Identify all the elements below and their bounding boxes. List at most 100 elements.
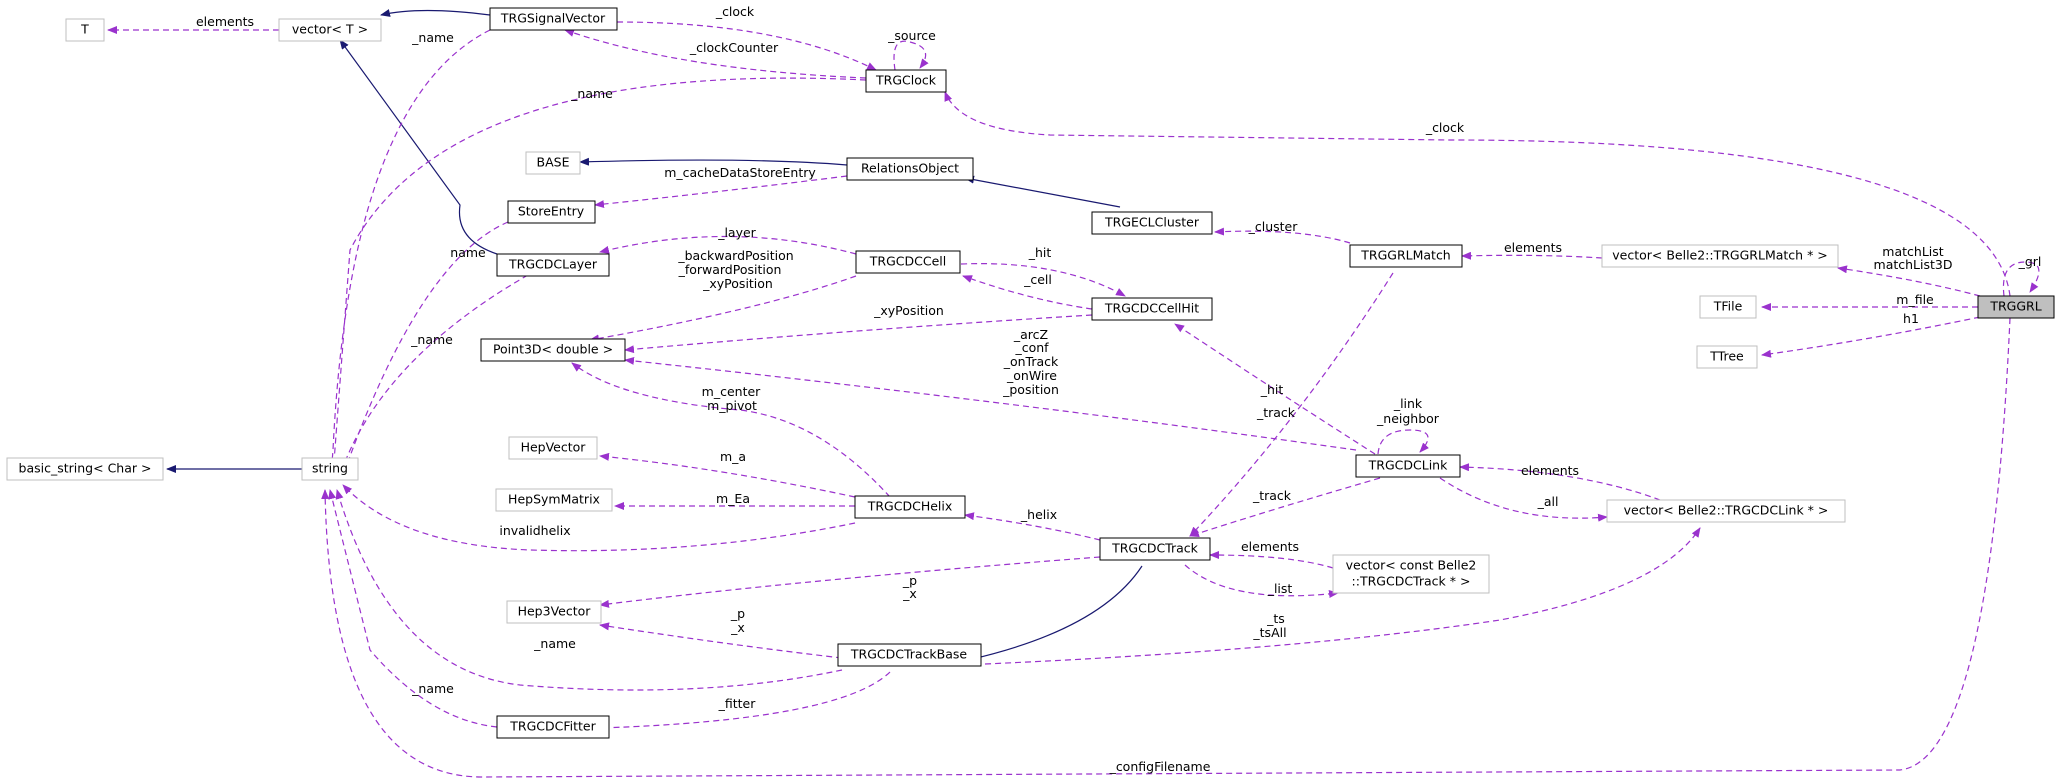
edge-link-track: _track bbox=[1189, 477, 1381, 538]
edge-label-p: _p bbox=[730, 606, 745, 621]
edge-label-hit: _hit bbox=[1028, 245, 1052, 260]
edge-track-match: _track bbox=[1189, 272, 1394, 537]
node-trgcdclayer[interactable]: TRGCDCLayer bbox=[496, 253, 610, 277]
edge-label-neighbor: _neighbor bbox=[1376, 411, 1440, 426]
svg-text:TRGCDCHelix: TRGCDCHelix bbox=[867, 499, 953, 514]
node-trgcdctrackbase[interactable]: TRGCDCTrackBase bbox=[837, 643, 982, 667]
edge-cellhit-point3d: _xyPosition bbox=[624, 303, 1093, 354]
svg-text:TRGCDCCellHit: TRGCDCCellHit bbox=[1104, 301, 1199, 316]
edge-grl-matchlist: matchList matchList3D bbox=[1837, 244, 1981, 297]
edge-clock-signalvector: _clock bbox=[616, 4, 877, 71]
edge-signalvector-clockcounter: _clockCounter bbox=[564, 29, 867, 79]
edge-track-helix: _helix bbox=[964, 507, 1101, 541]
edge-label-arcz: _arcZ bbox=[1013, 327, 1048, 342]
node-trgclock[interactable]: TRGClock bbox=[865, 69, 947, 93]
edge-track-list: _list bbox=[1184, 564, 1339, 598]
node-vector-t[interactable]: vector< T > bbox=[278, 18, 382, 42]
svg-text:vector< T >: vector< T > bbox=[292, 22, 368, 37]
node-trgcdclink[interactable]: TRGCDCLink bbox=[1355, 454, 1461, 478]
node-storeentry[interactable]: StoreEntry bbox=[507, 200, 596, 224]
edge-label-elements: elements bbox=[196, 14, 254, 29]
svg-text:vector< Belle2::TRGGRLMatch *: vector< Belle2::TRGGRLMatch * > bbox=[1612, 248, 1828, 263]
edge-label-source: _source bbox=[887, 28, 936, 43]
edge-string-name-base: _name bbox=[335, 489, 843, 691]
svg-text:Hep3Vector: Hep3Vector bbox=[518, 604, 592, 619]
edge-grl-tfile: m_file bbox=[1761, 292, 1978, 311]
node-trgcdccell[interactable]: TRGCDCCell bbox=[855, 250, 961, 274]
node-ttree[interactable]: TTree bbox=[1696, 345, 1758, 369]
node-vector-cdctrack[interactable]: vector< const Belle2 ::TRGCDCTrack * > bbox=[1332, 554, 1490, 594]
edge-label-name: _name bbox=[533, 636, 576, 651]
edge-trackbase-hep3vector: _p _x bbox=[599, 606, 843, 659]
edge-label-xyposition: _xyPosition bbox=[702, 276, 773, 291]
edge-label-helix: _helix bbox=[1020, 507, 1057, 522]
node-trggrlmatch[interactable]: TRGGRLMatch bbox=[1349, 244, 1463, 268]
edge-label-cluster: _cluster bbox=[1248, 219, 1299, 234]
node-string[interactable]: string bbox=[301, 457, 359, 481]
node-trgcdctrack[interactable]: TRGCDCTrack bbox=[1099, 537, 1211, 561]
edge-grlmatch-elements: elements bbox=[1461, 240, 1603, 260]
edge-string-name-layer: _name bbox=[339, 274, 529, 476]
svg-text:TTree: TTree bbox=[1709, 349, 1744, 364]
edge-link-point3d: _arcZ _conf _onTrack _onWire _position bbox=[624, 327, 1357, 451]
node-vector-cdclink[interactable]: vector< Belle2::TRGCDCLink * > bbox=[1606, 499, 1846, 523]
node-trgcdccellhit[interactable]: TRGCDCCellHit bbox=[1091, 297, 1213, 321]
edge-grl-clock: _clock bbox=[944, 91, 2011, 297]
node-point3d[interactable]: Point3D< double > bbox=[480, 338, 626, 362]
edge-helix-point3d: m_center m_pivot bbox=[571, 362, 891, 498]
edge-layer-layer: _layer bbox=[599, 225, 857, 255]
edge-label-h1: h1 bbox=[1903, 311, 1919, 326]
node-hepsymmatrix[interactable]: HepSymMatrix bbox=[495, 488, 613, 512]
node-relationsobject[interactable]: RelationsObject bbox=[846, 157, 974, 181]
edge-label-m-ea: m_Ea bbox=[716, 491, 750, 506]
edge-label-invalidhelix: invalidhelix bbox=[499, 523, 570, 538]
node-vector-grlmatch[interactable]: vector< Belle2::TRGGRLMatch * > bbox=[1601, 244, 1839, 268]
edge-label-p: _p bbox=[902, 573, 917, 588]
edge-trackbase-fitter: _fitter bbox=[599, 671, 891, 732]
edge-string-name-fitter: _name bbox=[328, 489, 498, 728]
node-trgsignalvector[interactable]: TRGSignalVector bbox=[489, 7, 618, 31]
edge-label-m-a: m_a bbox=[720, 449, 746, 464]
svg-text:HepVector: HepVector bbox=[521, 440, 587, 455]
node-base[interactable]: BASE bbox=[525, 151, 581, 175]
edge-string-name-store: name bbox=[344, 221, 509, 471]
edge-label-elements: elements bbox=[1521, 463, 1579, 478]
svg-text:TRGCDCLayer: TRGCDCLayer bbox=[508, 257, 598, 272]
svg-text:RelationsObject: RelationsObject bbox=[861, 161, 959, 176]
edge-grl-self: _grl bbox=[2002, 254, 2042, 297]
edge-label-configfilename: _configFilename bbox=[1109, 759, 1211, 774]
edge-label-forwardposition: _forwardPosition bbox=[678, 262, 782, 277]
edge-label-m-pivot: m_pivot bbox=[707, 398, 757, 413]
edge-string-invalidhelix: invalidhelix bbox=[342, 484, 856, 552]
svg-text:HepSymMatrix: HepSymMatrix bbox=[508, 492, 600, 507]
edge-label-list: _list bbox=[1267, 581, 1293, 596]
edge-vectorlink-all: _all bbox=[1439, 477, 1608, 522]
edge-label-link: _link bbox=[1393, 396, 1423, 411]
svg-text:Point3D< double >: Point3D< double > bbox=[493, 342, 613, 357]
node-trggrl[interactable]: TRGGRL bbox=[1977, 295, 2055, 319]
node-hep3vector[interactable]: Hep3Vector bbox=[506, 600, 602, 624]
node-trgeclcluster[interactable]: TRGECLCluster bbox=[1091, 211, 1213, 235]
node-basic-string[interactable]: basic_string< Char > bbox=[6, 457, 164, 481]
node-hepvector[interactable]: HepVector bbox=[508, 436, 598, 460]
svg-text:basic_string< Char >: basic_string< Char > bbox=[19, 461, 152, 476]
edge-label-grl: _grl bbox=[2018, 254, 2042, 269]
svg-text:TRGECLCluster: TRGECLCluster bbox=[1104, 215, 1200, 230]
edge-label-layer: _layer bbox=[717, 225, 756, 240]
svg-text:TFile: TFile bbox=[1713, 299, 1743, 314]
svg-text:T: T bbox=[80, 22, 89, 37]
edge-string-name-clock: _name bbox=[329, 77, 867, 476]
node-tfile[interactable]: TFile bbox=[1699, 295, 1757, 319]
node-trgcdcfitter[interactable]: TRGCDCFitter bbox=[496, 715, 610, 739]
node-trgcdchelix[interactable]: TRGCDCHelix bbox=[854, 495, 966, 519]
svg-text:StoreEntry: StoreEntry bbox=[518, 204, 585, 219]
node-t[interactable]: T bbox=[65, 18, 105, 42]
edge-label-clock: _clock bbox=[1425, 120, 1465, 135]
edge-storeentry-cachedatastoreentry: m_cacheDataStoreEntry bbox=[594, 165, 848, 209]
edge-label-matchlist: matchList bbox=[1882, 244, 1943, 259]
edge-label-track: _track bbox=[1256, 405, 1296, 420]
svg-text:TRGSignalVector: TRGSignalVector bbox=[500, 11, 606, 26]
edge-string-configfilename: _configFilename bbox=[321, 317, 2011, 778]
edge-label-clockcounter: _clockCounter bbox=[689, 40, 779, 55]
edge-label-m-file: m_file bbox=[1896, 292, 1934, 307]
